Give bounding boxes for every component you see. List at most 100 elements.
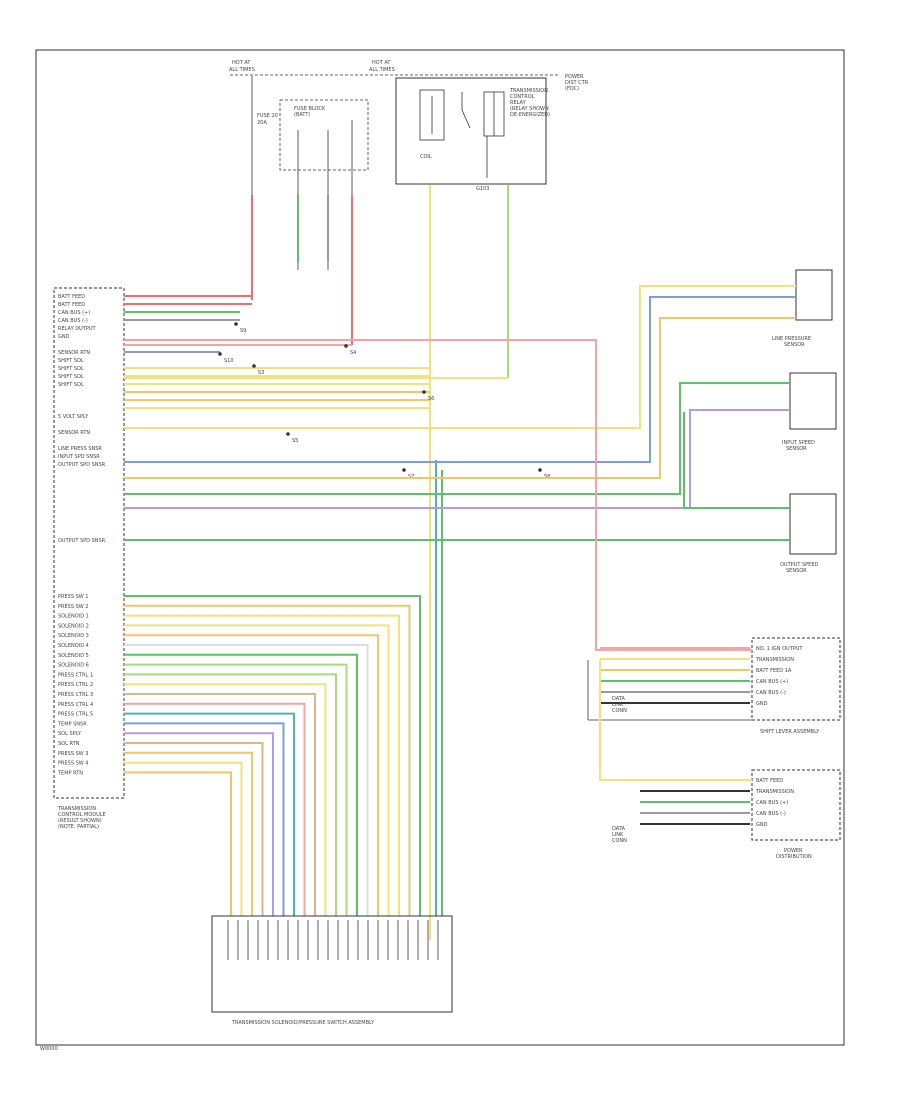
splice-dot [252, 364, 256, 368]
svg-text:INPUT SPEED: INPUT SPEED [782, 440, 815, 446]
tcm-pin-label: PRESS SW 1 [58, 594, 88, 600]
relay-caption: TRANSMISSION CONTROL RELAY (RELAY SHOWN … [509, 88, 550, 118]
power-dist-pin: GND [756, 822, 768, 828]
svg-text:TRANSMISSION: TRANSMISSION [509, 88, 548, 94]
tcm-pin-label: SOLENOID 3 [58, 633, 89, 639]
tcm-pin-label: LINE PRESS SNSR [58, 446, 102, 452]
solenoid-wire [124, 722, 285, 916]
svg-text:(FDC): (FDC) [565, 86, 579, 92]
power-dist-pin: CAN BUS (-) [756, 811, 786, 817]
sensor-labels: LINE PRESSURE SENSOR INPUT SPEED SENSOR … [772, 336, 818, 574]
splice-label: S10 [224, 358, 234, 364]
tcm-bottom-wires [124, 460, 443, 916]
svg-text:CONTROL: CONTROL [510, 94, 535, 100]
solenoid-wire [124, 614, 400, 916]
svg-text:CONN: CONN [612, 708, 627, 714]
solenoid-wire [124, 683, 327, 916]
corner-code: W0000 [40, 1046, 58, 1052]
svg-text:HOT AT: HOT AT [232, 60, 251, 66]
solenoid-wire [124, 624, 390, 916]
splice-dot [234, 322, 238, 326]
tcm-pin-label: SHIFT SOL [58, 358, 84, 364]
svg-text:COIL: COIL [420, 154, 432, 160]
splice-label: S3 [258, 370, 264, 376]
tcm-pin-label: TEMP RTN [57, 770, 83, 776]
tcm-pin-label: BATT FEED [58, 302, 85, 308]
svg-text:DE-ENERGIZED): DE-ENERGIZED) [510, 112, 550, 118]
solenoid-wire [124, 712, 295, 916]
splice-label: S4 [350, 350, 356, 356]
splice-dot [218, 352, 222, 356]
fuse-block [279, 99, 369, 171]
svg-text:POWER: POWER [784, 848, 803, 854]
tcm-pin-label: SOLENOID 1 [58, 614, 89, 620]
svg-text:TRANSMISSION: TRANSMISSION [57, 806, 96, 812]
tcm-pin-label: PRESS CTRL 5 [58, 712, 93, 718]
splice-dot [538, 468, 542, 472]
tcm-caption: TRANSMISSION CONTROL MODULE (RESULT SHOW… [57, 806, 106, 830]
left-fuse-label: HOT AT ALL TIMES [229, 60, 255, 73]
tcm-pin-label: GND [58, 334, 70, 340]
tcm-pin-label: OUTPUT SPD SNSR [58, 538, 106, 544]
power-dist-module [751, 769, 841, 841]
diagram-frame [35, 49, 845, 1046]
splice-label: S5 [292, 438, 298, 444]
svg-text:20A: 20A [257, 120, 267, 126]
svg-text:LINE PRESSURE: LINE PRESSURE [772, 336, 811, 342]
tcm-pin-label: SHIFT SOL [58, 374, 84, 380]
splice-label: S6 [428, 396, 434, 402]
svg-text:LINK: LINK [612, 832, 624, 838]
solenoid-pack-label: TRANSMISSION SOLENOID/PRESSURE SWITCH AS… [231, 1020, 375, 1026]
solenoid-wire [124, 634, 379, 916]
right-fuse-label: HOT AT ALL TIMES [369, 60, 395, 73]
power-dist-pin: TRANSMISSION [755, 789, 794, 795]
tcm-pin-label: CAN BUS (-) [58, 318, 88, 324]
tcm-pin-label: BATT FEED [58, 294, 85, 300]
solenoid-pack [211, 915, 453, 1013]
shift-lever-pin: CAN BUS (+) [756, 679, 788, 685]
svg-text:(NOTE: PARTIAL): (NOTE: PARTIAL) [58, 824, 99, 830]
tcm-pin-label: SOL SPLY [58, 731, 82, 737]
line-pressure-sensor [795, 269, 833, 321]
tcm-pin-label: SENSOR RTN [58, 350, 90, 356]
splice-dot [286, 432, 290, 436]
tcm-pin-label: INPUT SPD SNSR [58, 454, 100, 460]
solenoid-wire [124, 644, 369, 916]
tcm-pin-label: SOLENOID 6 [58, 663, 89, 669]
tcm-pin-label: PRESS CTRL 1 [58, 672, 93, 678]
tcm-pin-label: SOLENOID 4 [58, 643, 89, 649]
svg-text:DIST CTR: DIST CTR [565, 80, 589, 86]
ecu2-left-notes: DATA LINK CONN [612, 826, 627, 844]
shift-lever-pin: GND [756, 701, 768, 707]
svg-text:FUSE BLOCK: FUSE BLOCK [294, 106, 326, 112]
power-dist-pin: BATT FEED [756, 778, 783, 784]
solenoid-wire [124, 663, 348, 916]
solenoid-wire [124, 693, 316, 916]
solenoid-wire [124, 604, 411, 916]
solenoid-wire [124, 673, 337, 916]
solenoid-wire [124, 771, 232, 916]
solenoid-pack-pins [227, 920, 439, 960]
svg-text:POWER: POWER [565, 74, 584, 80]
svg-text:LINK: LINK [612, 702, 624, 708]
output-speed-sensor [789, 493, 837, 555]
power-dist-label: POWER DISTRIBUTION [776, 848, 812, 860]
svg-text:RELAY: RELAY [510, 100, 527, 106]
solenoid-wire [124, 742, 264, 916]
tcm-pin-label: TEMP SNSR [57, 721, 87, 727]
svg-text:FUSE 20: FUSE 20 [257, 113, 278, 119]
relay-box [395, 77, 547, 185]
tcm-top-wires [124, 295, 508, 409]
tcm-pin-label: SHIFT SOL [58, 366, 84, 372]
shift-left-notes: DATA LINK CONN [612, 696, 627, 714]
splice-dot [422, 390, 426, 394]
shift-lever-label: SHIFT LEVER ASSEMBLY [760, 729, 820, 735]
solenoid-wire [124, 653, 358, 916]
svg-text:(RELAY SHOWN: (RELAY SHOWN [510, 106, 549, 112]
tcm-pin-label: PRESS CTRL 2 [58, 682, 93, 688]
solenoid-wire [124, 751, 253, 916]
tcm-pin-label: 5 VOLT SPLY [58, 414, 89, 420]
